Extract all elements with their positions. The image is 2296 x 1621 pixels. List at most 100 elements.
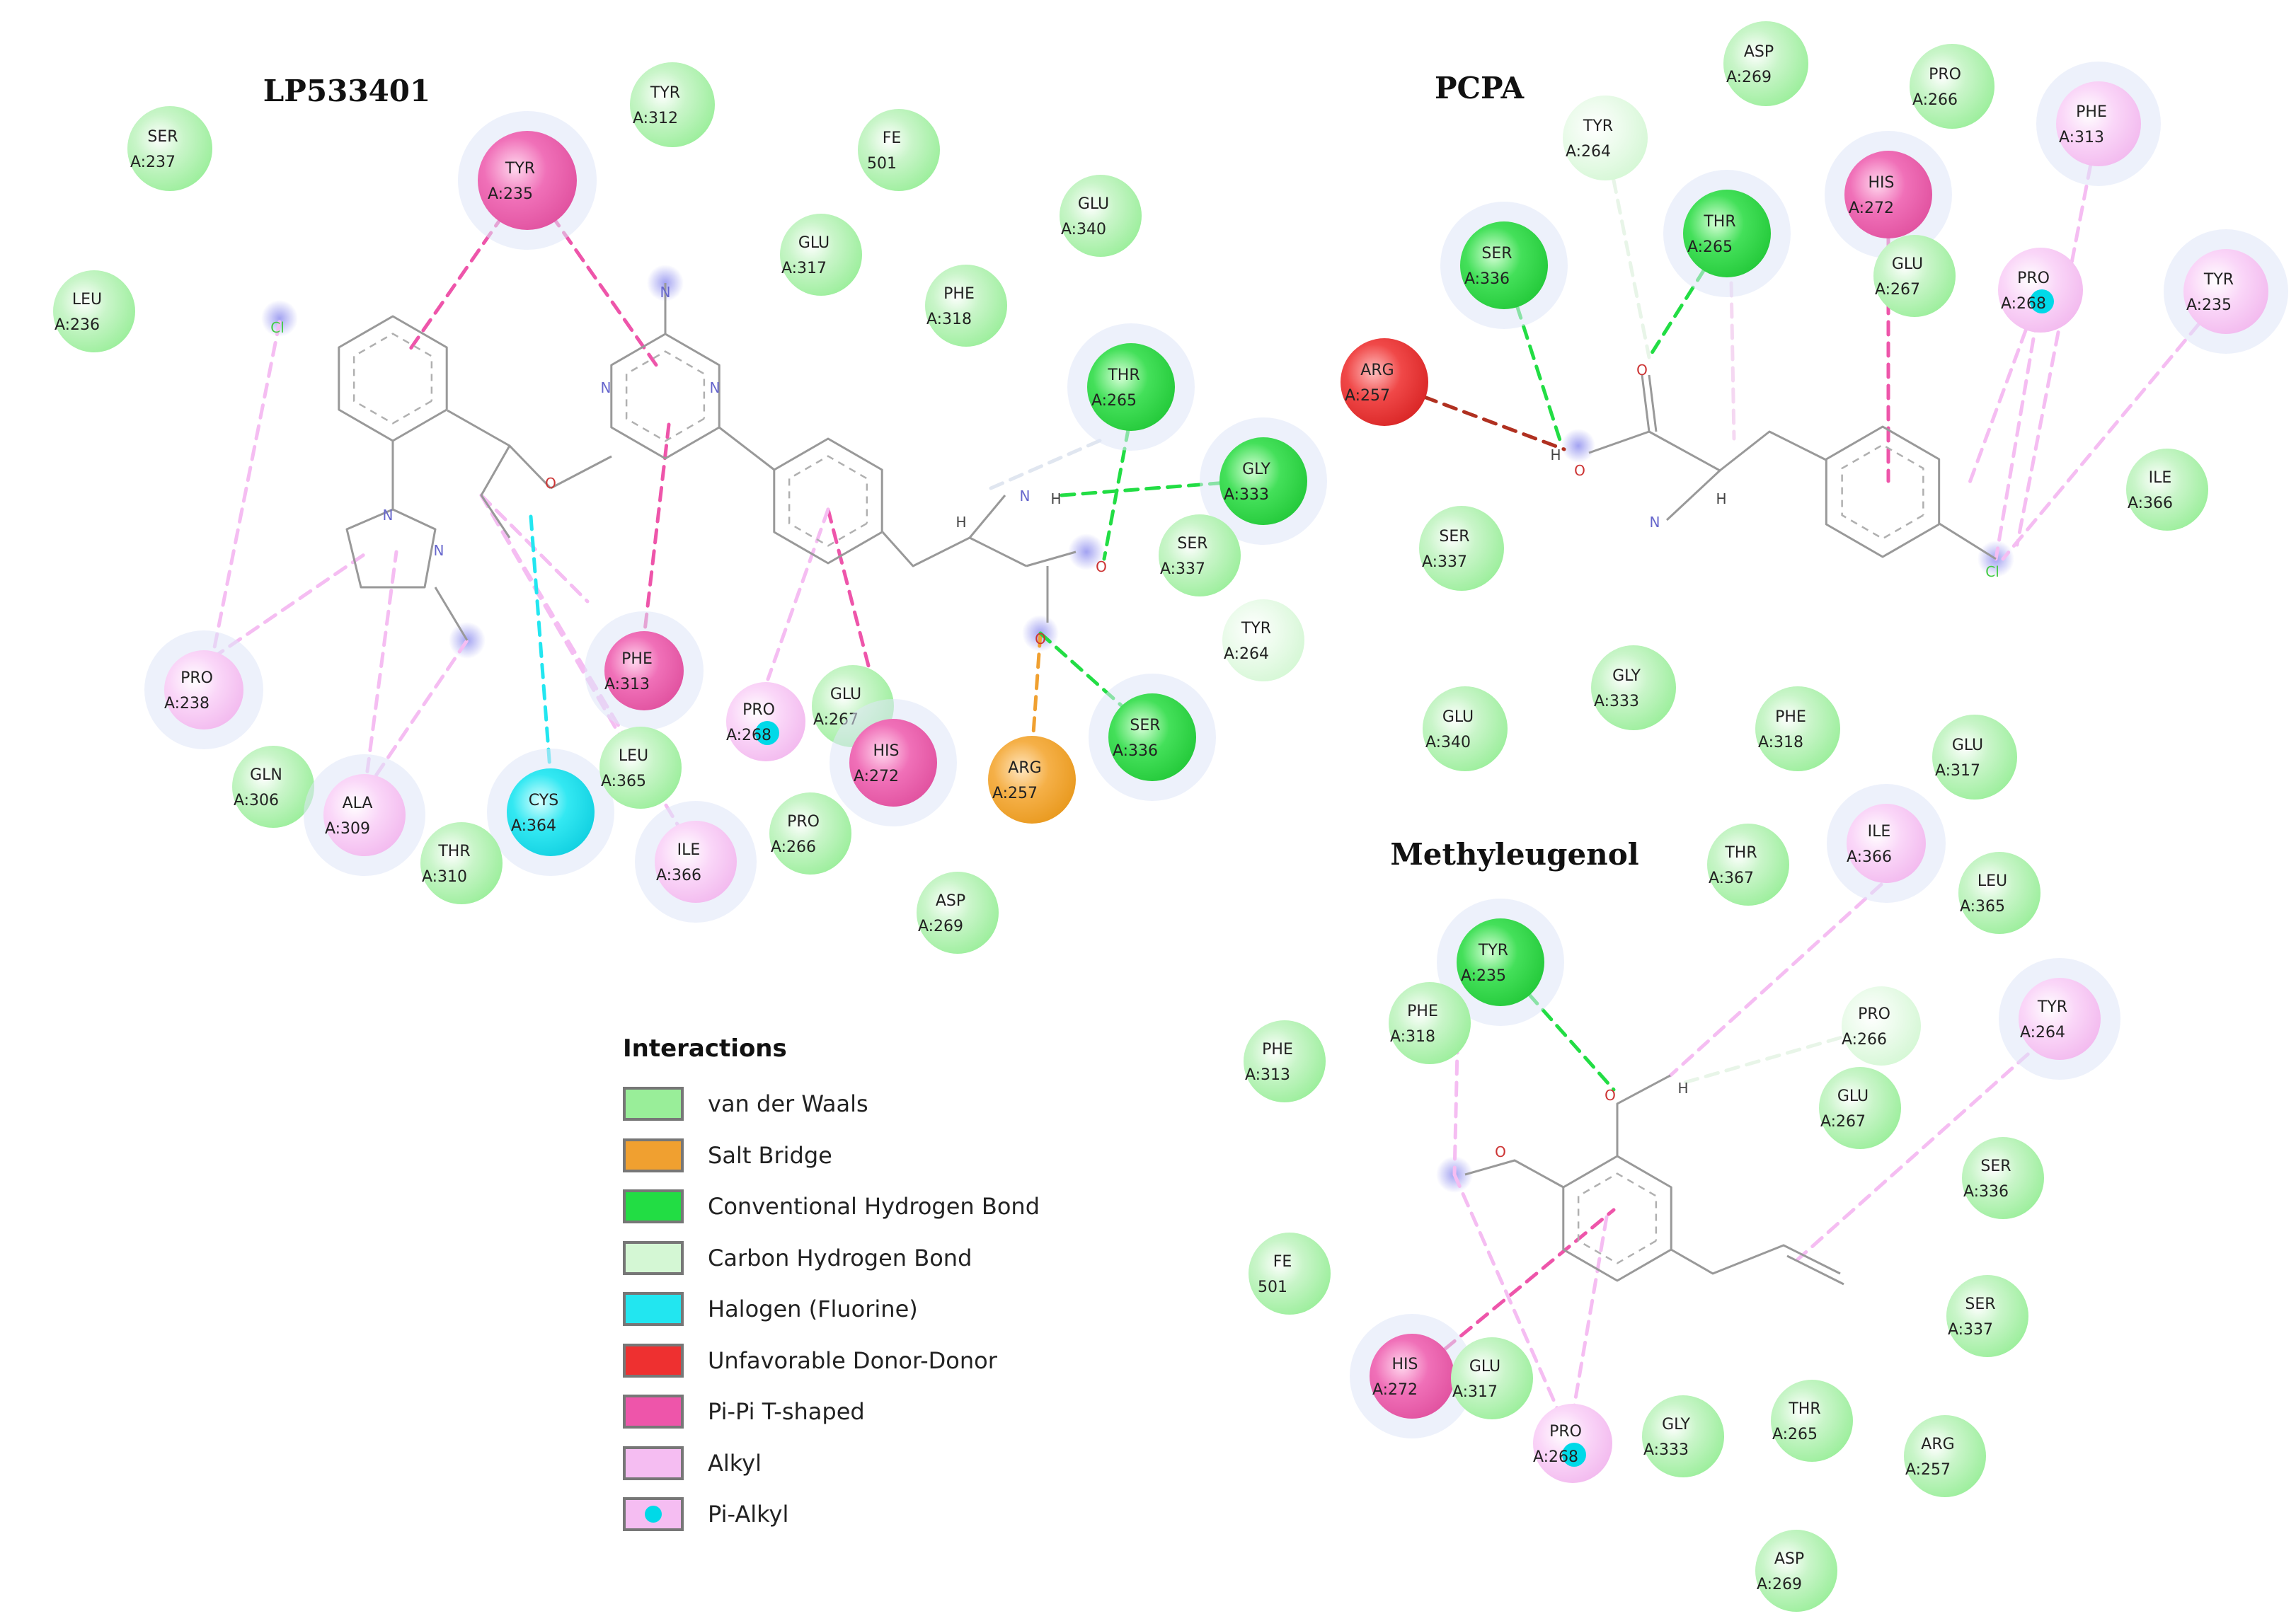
ligand-bond <box>550 455 612 490</box>
ligand-bond <box>447 409 552 490</box>
interaction-line <box>1571 1215 1609 1417</box>
residue-id: A:268 <box>1533 1448 1578 1466</box>
residue-name: PRO <box>1929 66 1961 83</box>
residue-methyleugenol-pro-a268: PRO A:268 <box>1533 1404 1612 1483</box>
interaction-line <box>1603 136 1651 359</box>
ligand-bond <box>1588 430 1827 472</box>
residue-name: TYR <box>650 84 680 102</box>
residue-name: PHE <box>2076 103 2107 121</box>
residue-id: A:267 <box>1875 281 1920 299</box>
ligand-methyleugenol: OOH <box>1464 1074 1844 1286</box>
residue-name: GLU <box>1442 708 1474 726</box>
residue-sphere <box>1723 21 1808 106</box>
residue-name: TYR <box>2037 998 2067 1016</box>
residue-sphere <box>599 727 682 809</box>
interaction-line <box>210 320 282 660</box>
residue-name: LEU <box>619 747 648 765</box>
residue-name: PRO <box>180 669 213 687</box>
residue-lp533401-leu-a365: LEU A:365 <box>599 727 682 809</box>
aromatic-ring <box>352 333 433 425</box>
interaction-line <box>1994 295 2043 561</box>
residue-id: A:269 <box>918 918 963 935</box>
residue-lp533401-asp-a269: ASP A:269 <box>917 872 999 954</box>
aromatic-ring <box>1577 1172 1658 1264</box>
residue-name: PHE <box>1407 1003 1438 1020</box>
residue-sphere <box>1244 1020 1326 1102</box>
residue-name: PHE <box>621 650 653 668</box>
residue-id: A:313 <box>1245 1066 1290 1084</box>
pi-alkyl-dot <box>755 721 779 745</box>
residue-name: GLU <box>1469 1358 1500 1375</box>
legend-item-halogen-fluorine: Halogen (Fluorine) <box>623 1283 1132 1335</box>
residue-name: PHE <box>943 285 975 303</box>
atom-label: O <box>1495 1143 1506 1160</box>
residue-id: A:312 <box>633 110 678 127</box>
residue-sphere <box>53 270 135 352</box>
interaction-site <box>1068 533 1105 570</box>
residue-sphere <box>988 736 1076 824</box>
residue-name: ASP <box>936 892 965 910</box>
residue-sphere <box>2126 449 2208 531</box>
atom-label: N <box>383 507 394 524</box>
residue-name: GLU <box>1952 737 1983 754</box>
residue-sphere <box>1958 852 2040 934</box>
residue-name: THR <box>437 843 470 860</box>
residue-sphere <box>780 214 862 296</box>
residue-sphere <box>1642 1395 1724 1477</box>
residue-id: A:238 <box>164 695 209 713</box>
residue-name: PRO <box>742 701 775 719</box>
residue-id: A:317 <box>1452 1383 1498 1401</box>
ligand-ring <box>1562 1155 1672 1282</box>
legend-swatch <box>623 1189 684 1224</box>
residue-id: A:309 <box>325 820 370 838</box>
interaction-line <box>362 550 398 795</box>
residue-id: A:313 <box>604 676 650 693</box>
legend-item-unfavorable-donor-donor: Unfavorable Donor-Donor <box>623 1335 1132 1387</box>
atom-label: O <box>1035 630 1046 647</box>
residue-sphere <box>1910 44 1994 129</box>
residue-name: SER <box>1177 535 1207 553</box>
atom-label: N <box>660 284 671 301</box>
residue-sphere <box>1904 1415 1986 1497</box>
residue-id: A:366 <box>1847 848 1892 866</box>
legend-swatch <box>623 1497 684 1532</box>
residue-name: TYR <box>505 160 535 178</box>
residue-name: TYR <box>2203 271 2234 289</box>
ligand-ring-a <box>338 315 448 442</box>
residue-id: A:264 <box>1566 143 1611 161</box>
residue-id: A:264 <box>2020 1024 2065 1042</box>
residue-id: A:306 <box>234 792 279 809</box>
residue-name: SER <box>1481 245 1512 263</box>
residue-name: SER <box>1980 1158 2011 1175</box>
ligand-ring <box>1825 425 1941 558</box>
residue-name: GLY <box>1242 461 1270 478</box>
residue-name: FE <box>883 129 902 147</box>
residue-name: PRO <box>1549 1423 1582 1441</box>
residue-id: A:264 <box>1224 645 1269 663</box>
residue-sphere <box>1370 1334 1454 1419</box>
atom-label: N <box>1650 514 1660 531</box>
residue-id: A:340 <box>1061 221 1106 238</box>
residue-id: A:365 <box>601 773 646 790</box>
residue-sphere <box>1341 338 1428 426</box>
